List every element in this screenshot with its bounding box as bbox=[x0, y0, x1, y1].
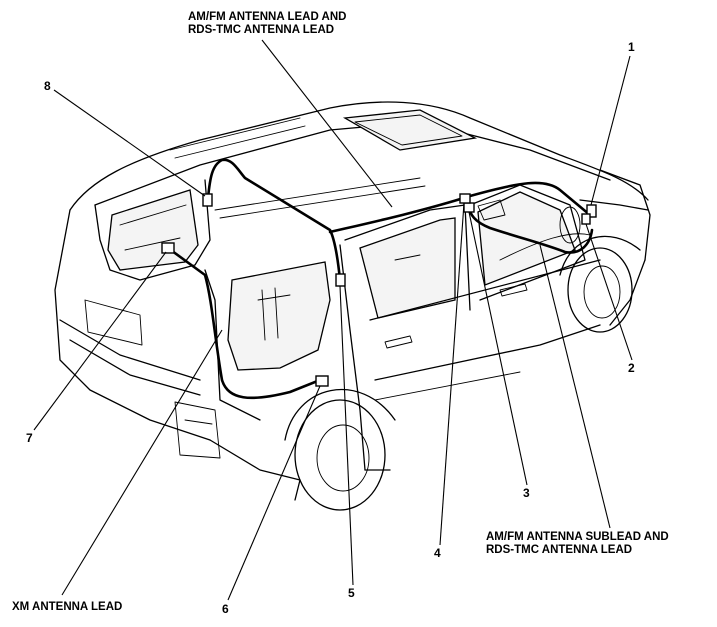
vehicle-illustration bbox=[54, 101, 651, 511]
xm-antenna-lead-cable bbox=[206, 158, 342, 282]
callout-number-4: 4 bbox=[434, 546, 441, 560]
connector-3 bbox=[463, 202, 475, 213]
connector-5 bbox=[335, 273, 346, 287]
callout-number-8: 8 bbox=[44, 79, 51, 93]
callout-number-7: 7 bbox=[26, 431, 33, 445]
connector-6 bbox=[315, 375, 329, 387]
am-fm-lead-label-line-1: AM/FM ANTENNA LEAD AND bbox=[188, 11, 346, 23]
connector-4 bbox=[459, 193, 471, 204]
am-fm-sublead-label-line-2: RDS-TMC ANTENNA LEAD bbox=[486, 544, 632, 556]
callout-number-1: 1 bbox=[628, 40, 635, 54]
connector-8 bbox=[202, 193, 213, 207]
am-fm-sublead-label-line-1: AM/FM ANTENNA SUBLEAD AND bbox=[486, 531, 669, 543]
connector-2 bbox=[581, 213, 591, 225]
connector-7 bbox=[161, 242, 175, 254]
am-fm-sublead-cable bbox=[466, 203, 594, 254]
xm-lead-label: XM ANTENNA LEAD bbox=[12, 601, 122, 613]
callout-labels: AM/FM ANTENNA LEAD AND RDS-TMC ANTENNA L… bbox=[12, 11, 669, 616]
callout-number-2: 2 bbox=[628, 361, 635, 375]
callout-number-6: 6 bbox=[222, 602, 229, 616]
callout-number-3: 3 bbox=[523, 486, 530, 500]
callout-number-5: 5 bbox=[348, 586, 355, 600]
am-fm-lead-label-line-2: RDS-TMC ANTENNA LEAD bbox=[188, 24, 334, 36]
leader-lines bbox=[33, 39, 633, 601]
